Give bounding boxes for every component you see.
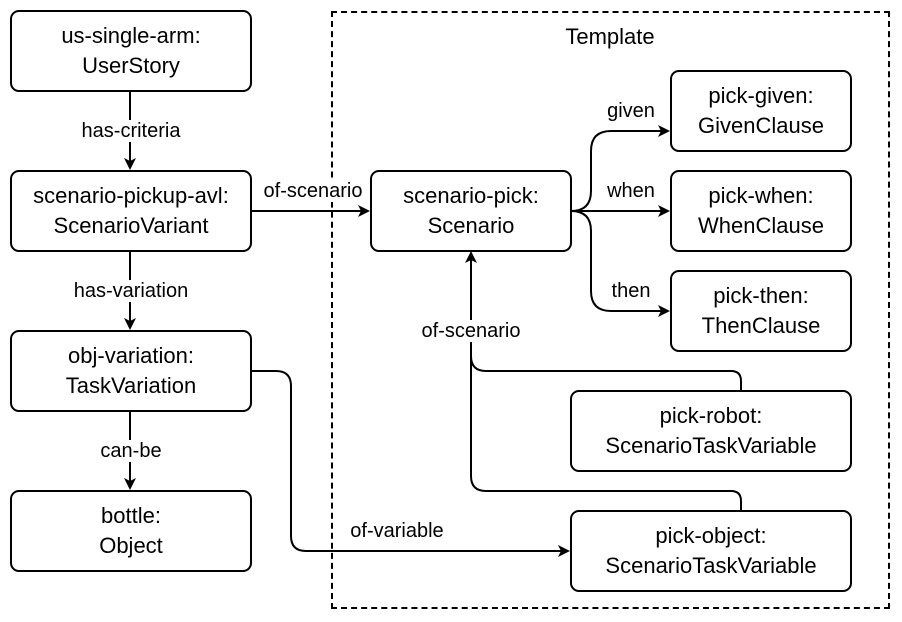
node-scenario-pickup-avl[interactable]: scenario-pickup-avl: ScenarioVariant [10,170,252,252]
node-type: ScenarioTaskVariable [605,553,817,578]
node-type: TaskVariation [65,373,197,398]
node-name: pick-then: [713,283,809,308]
node-pick-when[interactable]: pick-when: WhenClause [670,170,852,252]
node-type: Object [99,533,163,558]
edge-label-of-scenario-vars: of-scenario [419,320,523,342]
node-scenario-pick[interactable]: scenario-pick: Scenario [370,170,572,252]
edge-given [570,125,670,212]
node-type: Scenario [427,213,515,238]
edge-label-has-variation: has-variation [71,280,191,302]
node-type: ScenarioTaskVariable [605,433,817,458]
node-us-single-arm[interactable]: us-single-arm: UserStory [10,10,252,92]
edge-of-variable [251,370,570,557]
edge-object-of-scenario [470,253,742,511]
node-pick-object[interactable]: pick-object: ScenarioTaskVariable [570,510,852,592]
node-name: pick-object: [655,523,767,548]
edge-label-given: given [605,100,657,122]
edge-label-has-criteria: has-criteria [79,120,183,142]
node-type: WhenClause [698,213,824,238]
edge-label-of-variable: of-variable [348,520,446,542]
node-type: GivenClause [698,113,824,138]
node-name: us-single-arm: [61,23,201,48]
node-bottle[interactable]: bottle: Object [10,490,252,572]
node-name: bottle: [101,503,161,528]
node-type: UserStory [82,53,180,78]
edge-label-then: then [609,280,653,302]
template-title: Template [565,24,655,49]
edge-label-can-be: can-be [98,440,164,462]
node-name: pick-when: [708,183,814,208]
node-type: ScenarioVariant [53,213,209,238]
edge-then [570,210,670,317]
node-name: scenario-pickup-avl: [33,183,229,208]
template-boundary [331,11,890,609]
node-type: ThenClause [701,313,821,338]
node-pick-given[interactable]: pick-given: GivenClause [670,70,852,152]
node-pick-robot[interactable]: pick-robot: ScenarioTaskVariable [570,390,852,472]
node-obj-variation[interactable]: obj-variation: TaskVariation [10,330,252,412]
edge-label-of-scenario-variant: of-scenario [261,180,365,202]
node-name: pick-robot: [659,403,763,428]
node-name: obj-variation: [68,343,194,368]
node-pick-then[interactable]: pick-then: ThenClause [670,270,852,352]
node-name: scenario-pick: [403,183,539,208]
edge-label-when: when [605,180,657,202]
node-name: pick-given: [708,83,814,108]
